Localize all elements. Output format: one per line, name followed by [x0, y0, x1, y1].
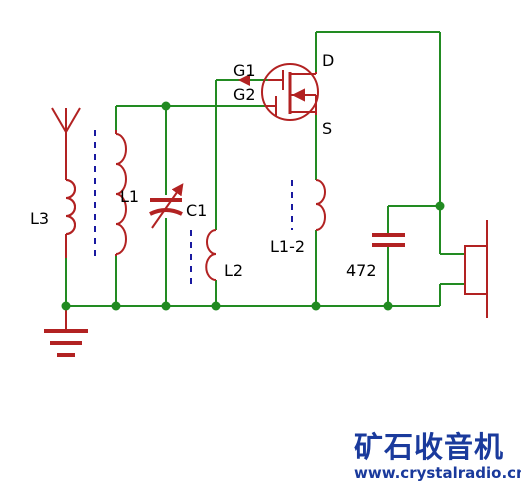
dual-gate-mosfet [261, 63, 319, 121]
brand-url: www.crystalradio.cn [354, 464, 521, 482]
label-d: D [322, 51, 334, 70]
wires [65, 31, 465, 307]
inductor-l1-2 [315, 179, 326, 231]
capacitor-c1 [149, 183, 184, 229]
headphone-symbol [464, 220, 488, 318]
label-c1: C1 [186, 201, 207, 220]
gate-arrow-icon [238, 74, 250, 86]
capacitor-472 [372, 233, 405, 247]
label-l1: L1 [120, 187, 139, 206]
junction-nodes [61, 101, 445, 311]
label-g1: G1 [233, 61, 256, 80]
label-472: 472 [346, 261, 377, 280]
antenna-symbol [51, 107, 81, 180]
inductor-l2 [205, 229, 217, 281]
label-l1-2: L1-2 [270, 237, 305, 256]
label-l3: L3 [30, 209, 49, 228]
ground-symbol [44, 306, 88, 357]
label-g2: G2 [233, 85, 256, 104]
inductor-l1 [115, 130, 127, 256]
label-s: S [322, 119, 332, 138]
label-l2: L2 [224, 261, 243, 280]
brand-logo-text: 矿石收音机 [354, 430, 505, 464]
inductor-l3 [65, 179, 76, 258]
core-dashes [94, 130, 293, 285]
